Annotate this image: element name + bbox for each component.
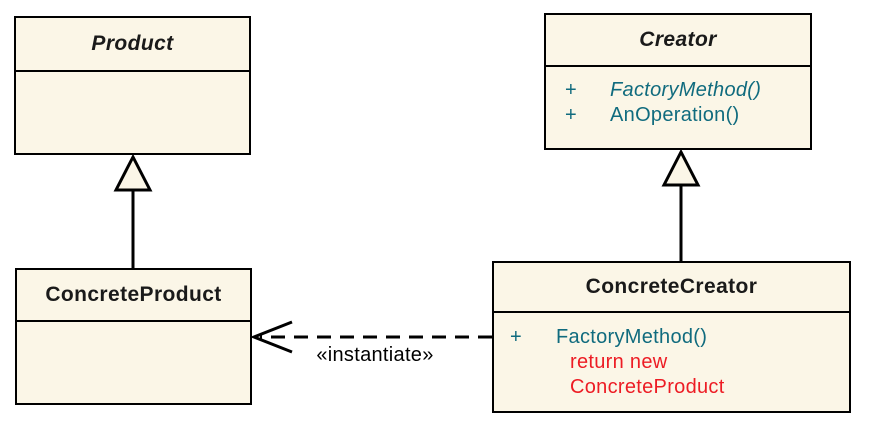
- class-product-body: [16, 72, 249, 152]
- class-concrete-creator-title: ConcreteCreator: [494, 263, 849, 313]
- method-name: FactoryMethod(): [610, 79, 762, 101]
- class-concrete-product: ConcreteProduct: [15, 268, 252, 405]
- code-line-concrete-product: ConcreteProduct: [570, 376, 725, 398]
- method-factory-method-abstract: + FactoryMethod(): [565, 78, 810, 103]
- instantiate-stereotype-label: «instantiate»: [316, 344, 434, 366]
- class-concrete-creator: ConcreteCreator + FactoryMethod() return…: [492, 261, 851, 413]
- class-creator-body: + FactoryMethod() + AnOperation(): [546, 67, 810, 128]
- class-product-title: Product: [16, 18, 249, 72]
- visibility-plus: +: [565, 79, 577, 101]
- class-concrete-product-body: [17, 322, 250, 402]
- class-product: Product: [14, 16, 251, 155]
- hollow-triangle-arrowhead-creator: [661, 148, 701, 187]
- class-concrete-creator-body: + FactoryMethod() return new ConcretePro…: [494, 313, 849, 400]
- code-line-return-new: return new: [570, 351, 668, 373]
- class-creator-title: Creator: [546, 15, 810, 67]
- method-an-operation: + AnOperation(): [565, 103, 810, 128]
- method-name: AnOperation(): [610, 104, 740, 126]
- visibility-plus: +: [565, 104, 577, 126]
- visibility-plus: +: [510, 326, 522, 348]
- class-creator: Creator + FactoryMethod() + AnOperation(…: [544, 13, 812, 150]
- method-name: FactoryMethod(): [556, 326, 708, 348]
- method-factory-method: + FactoryMethod(): [510, 325, 849, 350]
- class-concrete-product-title: ConcreteProduct: [17, 270, 250, 322]
- hollow-triangle-arrowhead-product: [113, 153, 153, 192]
- open-arrowhead-instantiate: [249, 320, 293, 354]
